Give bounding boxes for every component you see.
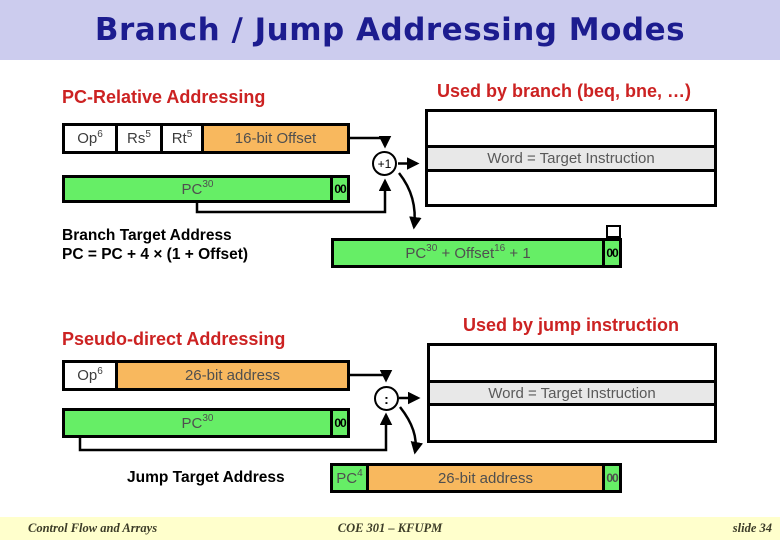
title-band: Branch / Jump Addressing Modes (0, 0, 780, 60)
memory-row-bottom (430, 406, 714, 440)
jump-result-tail: 00 (602, 466, 619, 490)
field-offset: 16-bit Offset (201, 126, 347, 151)
branch-pc-tail: 00 (330, 178, 347, 200)
jump-pc-tail: 00 (330, 411, 347, 435)
footer-course-code: COE 301 – KFUPM (337, 521, 443, 535)
branch-memory-box: Word = Target Instruction (425, 109, 717, 207)
footer-slide-number: slide 34 (732, 521, 772, 535)
corner-notch (606, 225, 621, 238)
jump-field-address-label: 26-bit address (184, 367, 281, 384)
pc4-text: PC (336, 469, 358, 487)
jump-field-address: 26-bit address (115, 363, 347, 388)
result-plus1-text: + 1 (505, 244, 531, 262)
field-rs-label: Rs (127, 130, 146, 147)
memory-row-bottom (428, 171, 714, 204)
pc-to-concat-line (78, 412, 393, 452)
field-rt-label: Rt (171, 130, 187, 147)
jump-result-address: 26-bit address (366, 466, 602, 490)
branch-target-formula: PC = PC + 4 × (1 + Offset) (62, 246, 249, 263)
pc-relative-heading: PC-Relative Addressing (62, 87, 266, 107)
jump-field-op-label: Op (77, 367, 98, 384)
result-pc-text: PC (405, 244, 427, 262)
pseudo-direct-heading: Pseudo-direct Addressing (62, 329, 286, 349)
field-offset-label: 16-bit Offset (234, 130, 317, 147)
address-to-concat-line (350, 370, 393, 383)
branch-result-tail: 00 (602, 241, 619, 265)
pc-text: PC (181, 180, 203, 198)
jump-target-address-label: Jump Target Address (127, 469, 285, 486)
memory-row-top (428, 112, 714, 145)
memory-row-top (430, 346, 714, 380)
branch-target-word-row: Word = Target Instruction (428, 144, 714, 172)
footer-course-section: Control Flow and Arrays (28, 521, 158, 535)
footer-bar: Control Flow and Arrays COE 301 – KFUPM … (0, 517, 780, 540)
result-offset-text: + Offset (437, 244, 495, 262)
pc-to-adder-line (195, 178, 392, 214)
adder-to-result-curve (398, 172, 422, 230)
jump-result-address-label: 26-bit address (437, 469, 534, 487)
field-op-label: Op (77, 130, 98, 147)
offset-to-adder-line (350, 136, 392, 149)
branch-word-label: Word = Target Instruction (487, 149, 655, 167)
concatenate-operator: : (374, 386, 399, 411)
branch-target-address-label: Branch Target Address (62, 227, 232, 244)
jump-word-label: Word = Target Instruction (488, 384, 656, 402)
plus-one-label: +1 (377, 156, 392, 171)
used-by-jump-label: Used by jump instruction (463, 315, 680, 335)
pc-text: PC (181, 414, 203, 432)
concat-label: : (384, 390, 389, 407)
concat-to-result-curve (399, 406, 424, 455)
jump-memory-box: Word = Target Instruction (427, 343, 717, 443)
jump-target-word-row: Word = Target Instruction (430, 380, 714, 406)
plus-one-adder: +1 (372, 151, 397, 176)
slide-title: Branch / Jump Addressing Modes (94, 12, 686, 48)
used-by-branch-label: Used by branch (beq, bne, …) (437, 81, 692, 101)
